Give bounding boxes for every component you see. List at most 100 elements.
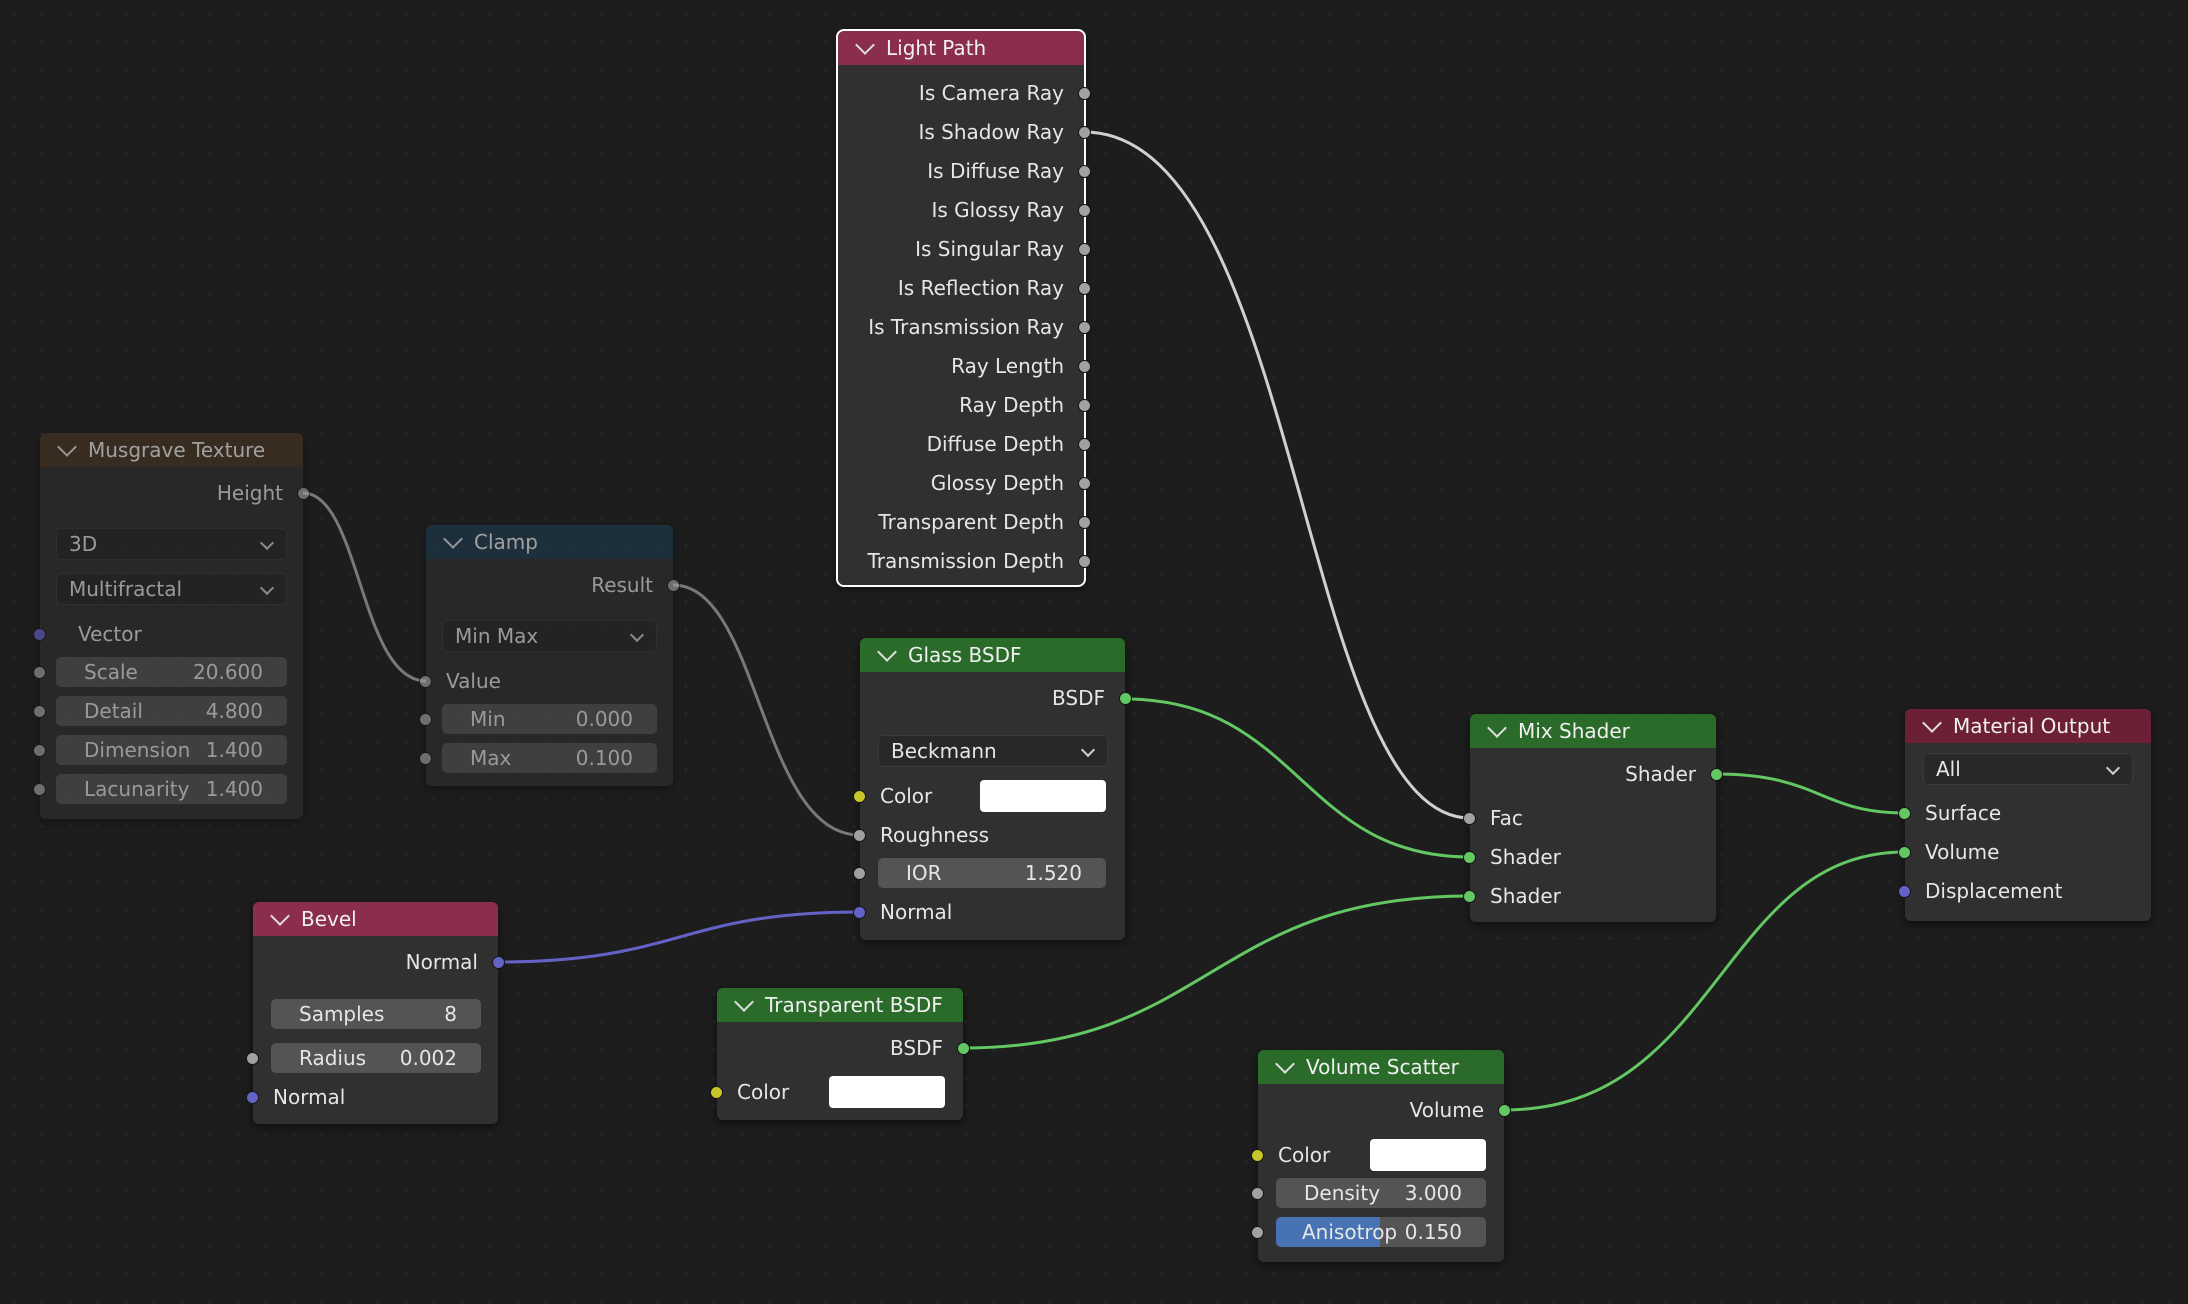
collapse-chevron-icon[interactable] xyxy=(57,437,77,457)
node-transparent-bsdf[interactable]: Transparent BSDF BSDF Color xyxy=(710,988,970,1120)
collapse-chevron-icon[interactable] xyxy=(270,906,290,926)
output-socket[interactable] xyxy=(1078,320,1091,334)
output-socket[interactable] xyxy=(1078,281,1091,295)
input-socket[interactable] xyxy=(1463,811,1476,825)
input-socket[interactable] xyxy=(33,666,46,679)
input-socket[interactable] xyxy=(246,1052,259,1065)
input-socket[interactable] xyxy=(853,905,866,919)
output-socket[interactable] xyxy=(1078,476,1091,490)
node-header[interactable]: Clamp xyxy=(426,525,673,559)
output-socket[interactable] xyxy=(1078,125,1091,139)
output-socket[interactable] xyxy=(1078,398,1091,412)
output-socket[interactable] xyxy=(1078,437,1091,451)
input-socket[interactable] xyxy=(1898,845,1911,859)
output-socket[interactable] xyxy=(1119,691,1132,705)
input-fac: Fac xyxy=(1463,802,1716,834)
collapse-chevron-icon[interactable] xyxy=(1275,1054,1295,1074)
input-socket[interactable] xyxy=(853,828,866,842)
input-socket[interactable] xyxy=(33,744,46,757)
input-socket[interactable] xyxy=(1898,806,1911,820)
input-socket[interactable] xyxy=(1463,850,1476,864)
output-socket[interactable] xyxy=(957,1041,970,1055)
collapse-chevron-icon[interactable] xyxy=(734,992,754,1012)
chevron-down-icon xyxy=(2105,760,2121,776)
input-socket[interactable] xyxy=(1898,884,1911,898)
output-bsdf: BSDF xyxy=(717,1032,970,1064)
input-socket[interactable] xyxy=(419,674,432,688)
input-socket[interactable] xyxy=(1251,1187,1264,1200)
collapse-chevron-icon[interactable] xyxy=(877,642,897,662)
color-swatch[interactable] xyxy=(980,780,1106,812)
input-socket[interactable] xyxy=(1251,1148,1264,1162)
node-header[interactable]: Transparent BSDF xyxy=(717,988,963,1022)
node-title: Mix Shader xyxy=(1518,719,1630,743)
output-socket[interactable] xyxy=(1078,164,1091,178)
input-socket[interactable] xyxy=(246,1090,259,1104)
node-mix-shader[interactable]: Mix Shader Shader Fac Shader Shader xyxy=(1463,714,1723,922)
input-socket[interactable] xyxy=(853,789,866,803)
node-header[interactable]: Glass BSDF xyxy=(860,638,1125,672)
node-header[interactable]: Mix Shader xyxy=(1470,714,1716,748)
collapse-chevron-icon[interactable] xyxy=(855,35,875,55)
color-swatch[interactable] xyxy=(1370,1139,1486,1171)
output-socket[interactable] xyxy=(667,578,680,592)
collapse-chevron-icon[interactable] xyxy=(1922,713,1942,733)
chevron-down-icon xyxy=(259,535,275,551)
output-socket[interactable] xyxy=(1078,359,1091,373)
input-vector: Vector xyxy=(33,618,303,650)
output-socket[interactable] xyxy=(1078,86,1091,100)
output-socket[interactable] xyxy=(297,486,310,500)
output-socket[interactable] xyxy=(1078,242,1091,256)
node-light-path[interactable]: Light Path Is Camera Ray Is Shadow Ray I… xyxy=(836,29,1091,587)
output-socket[interactable] xyxy=(492,955,505,969)
node-header[interactable]: Material Output xyxy=(1905,709,2151,743)
type-dropdown[interactable]: Multifractal xyxy=(56,573,287,605)
dimension-dropdown[interactable]: 3D xyxy=(56,528,287,560)
input-normal: Normal xyxy=(853,896,1125,928)
input-socket[interactable] xyxy=(33,705,46,718)
output-transparent-depth: Transparent Depth xyxy=(838,506,1091,538)
input-socket[interactable] xyxy=(1251,1226,1264,1239)
distribution-dropdown[interactable]: Beckmann xyxy=(878,735,1108,767)
input-socket[interactable] xyxy=(419,713,432,726)
output-socket[interactable] xyxy=(1078,515,1091,529)
input-socket[interactable] xyxy=(1463,889,1476,903)
output-socket[interactable] xyxy=(1078,203,1091,217)
output-socket[interactable] xyxy=(1710,767,1723,781)
color-swatch[interactable] xyxy=(829,1076,945,1108)
collapse-chevron-icon[interactable] xyxy=(1487,718,1507,738)
input-socket[interactable] xyxy=(33,627,46,641)
collapse-chevron-icon[interactable] xyxy=(443,529,463,549)
wire-glass-to-shader1 xyxy=(1124,697,1471,859)
node-header[interactable]: Bevel xyxy=(253,902,498,936)
output-socket[interactable] xyxy=(1078,554,1091,568)
input-socket[interactable] xyxy=(33,783,46,796)
node-header[interactable]: Musgrave Texture xyxy=(40,433,303,467)
node-header[interactable]: Volume Scatter xyxy=(1258,1050,1504,1084)
input-socket[interactable] xyxy=(853,867,866,880)
node-glass-bsdf[interactable]: Glass BSDF BSDF Beckmann Color Roughness… xyxy=(853,638,1132,940)
input-socket[interactable] xyxy=(710,1085,723,1099)
clamp-type-dropdown[interactable]: Min Max xyxy=(442,620,657,652)
output-socket[interactable] xyxy=(1498,1103,1511,1117)
node-header[interactable]: Light Path xyxy=(838,31,1084,65)
node-musgrave-texture[interactable]: Musgrave Texture Height 3D Multifractal … xyxy=(33,433,310,819)
wire-mix-to-surface xyxy=(1715,772,1906,815)
node-material-output[interactable]: Material Output All Surface Volume Displ… xyxy=(1898,709,2151,921)
target-dropdown[interactable]: All xyxy=(1923,753,2133,785)
input-socket[interactable] xyxy=(419,752,432,765)
